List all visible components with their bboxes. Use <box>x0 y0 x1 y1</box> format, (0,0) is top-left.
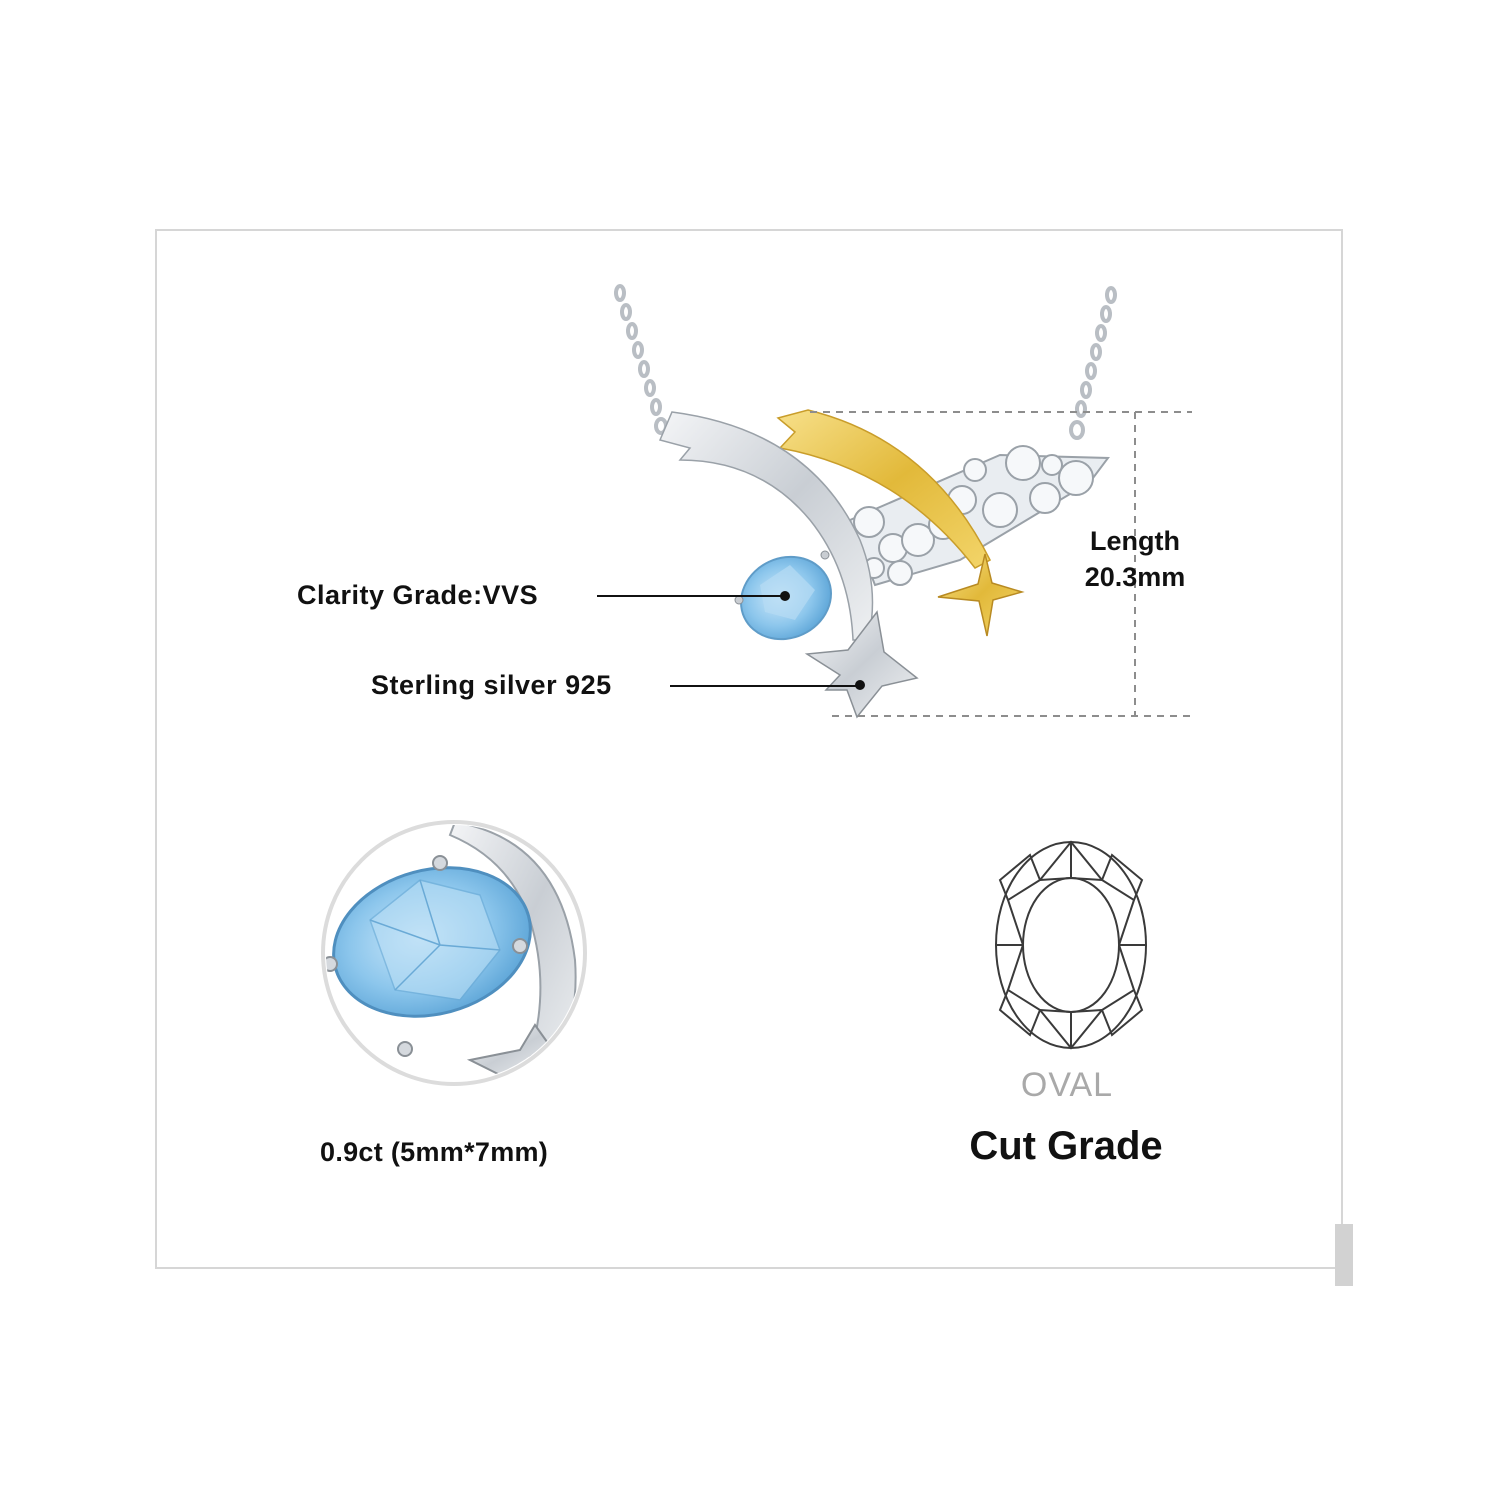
oval-cut-diagram-icon <box>995 840 1147 1050</box>
cut-shape-label: OVAL <box>1020 1066 1114 1104</box>
necklace-pendant-image <box>614 284 1117 719</box>
length-dimension <box>810 411 1192 717</box>
length-value: 20.3mm <box>1084 562 1186 592</box>
length-label: Length 20.3mm <box>1040 523 1230 595</box>
chain-left <box>614 284 668 435</box>
material-label: Sterling silver 925 <box>371 670 612 700</box>
chain-right <box>1069 286 1117 440</box>
length-title: Length <box>1090 526 1180 556</box>
frame-tab-decoration <box>1335 1224 1353 1286</box>
clarity-grade-label: Clarity Grade:VVS <box>297 580 539 610</box>
gold-star <box>937 553 1025 637</box>
stone-weight-label: 0.9ct (5mm*7mm) <box>320 1137 549 1167</box>
gold-tail <box>776 409 991 569</box>
silver-star <box>804 610 919 719</box>
product-frame <box>155 229 1343 1269</box>
stone-closeup-image <box>321 820 587 1086</box>
cut-grade-title: Cut Grade <box>969 1124 1163 1168</box>
